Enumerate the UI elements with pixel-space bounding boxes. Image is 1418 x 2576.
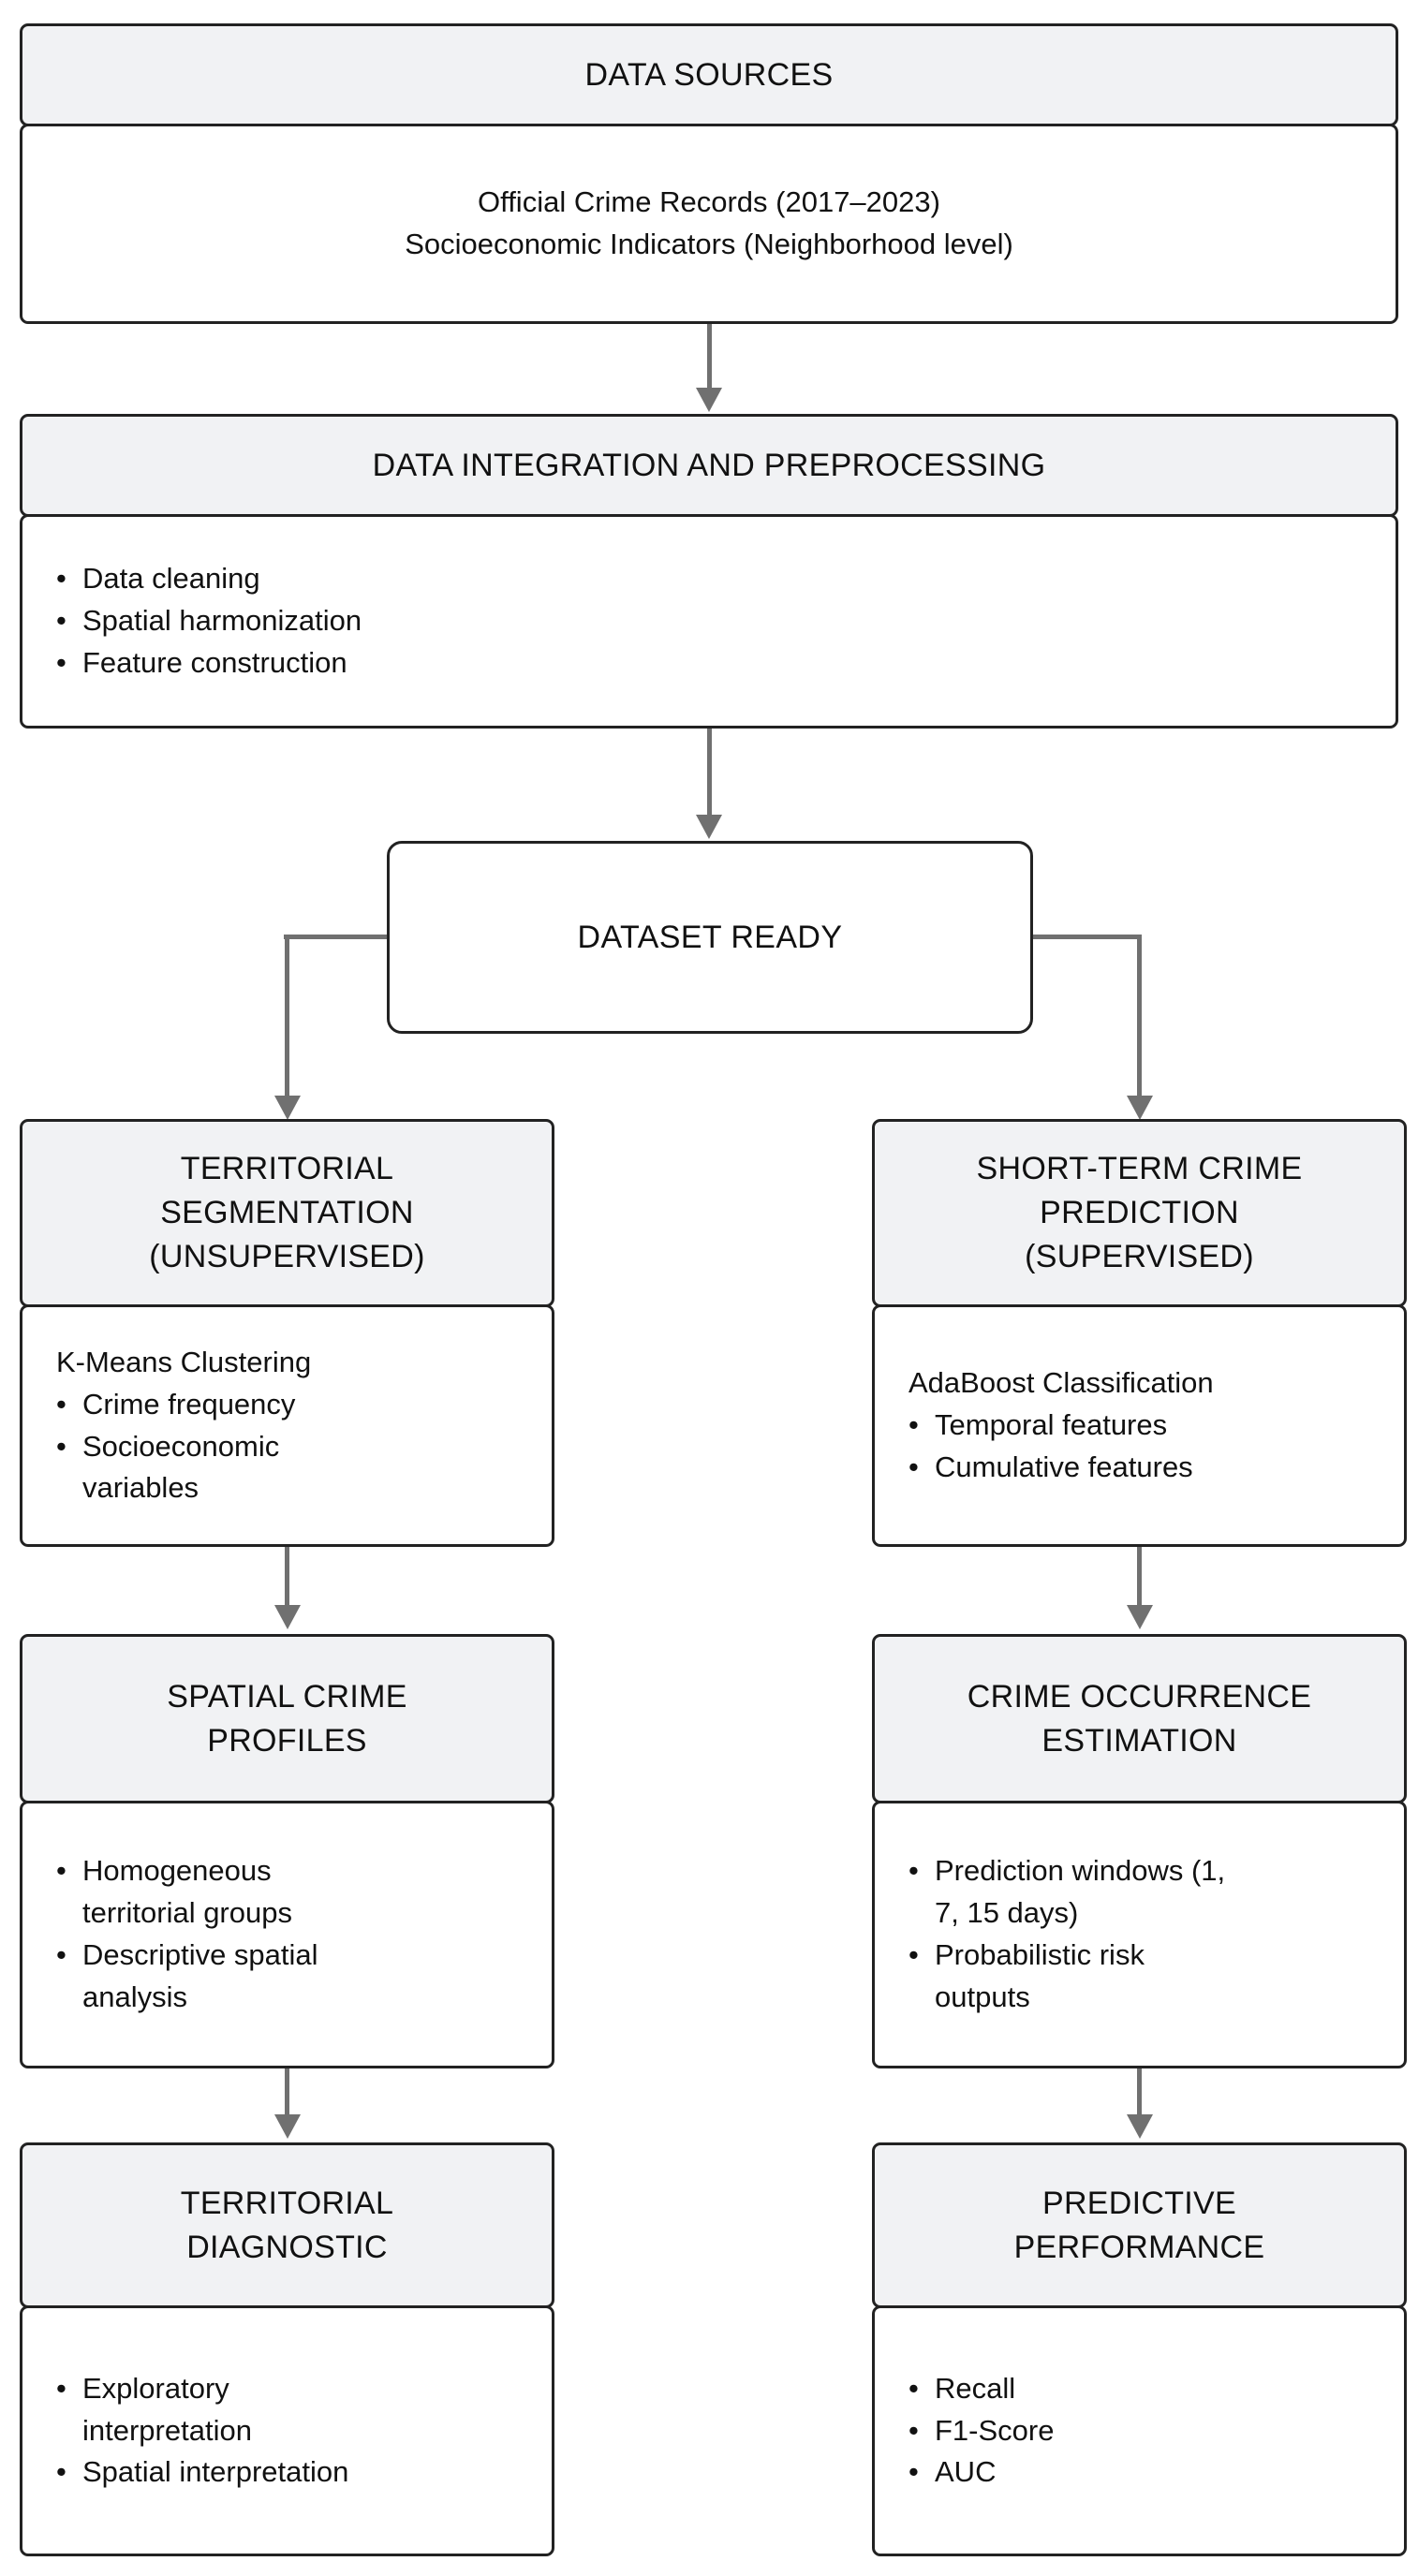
territorial-diagnostic-header: TERRITORIAL DIAGNOSTIC xyxy=(20,2142,554,2308)
bullet-item: Socioeconomic variables xyxy=(51,1426,531,1510)
territorial-segmentation-body: K-Means Clustering Crime frequency Socio… xyxy=(20,1304,554,1547)
bullet-item: Crime frequency xyxy=(51,1384,531,1426)
header-line: PROFILES xyxy=(207,1722,367,1759)
header-line: TERRITORIAL xyxy=(180,1151,394,1187)
arrow-sources-to-preprocessing-line xyxy=(707,324,712,390)
crime-occurrence-estimation-body: Prediction windows (1, 7, 15 days) Proba… xyxy=(872,1801,1407,2068)
bullet-list: Temporal features Cumulative features xyxy=(903,1405,1383,1489)
bullet-item: Feature construction xyxy=(51,642,1375,684)
header-line: (UNSUPERVISED) xyxy=(149,1238,425,1274)
header-line: ESTIMATION xyxy=(1041,1722,1237,1759)
arrow-segmentation-to-profiles-line xyxy=(285,1547,289,1607)
short-term-prediction-body: AdaBoost Classification Temporal feature… xyxy=(872,1304,1407,1547)
body-line: Socioeconomic Indicators (Neighborhood l… xyxy=(405,228,1013,260)
arrow-preprocessing-to-dataset-line xyxy=(707,729,712,817)
dataset-ready-label: DATASET READY xyxy=(577,919,843,955)
spatial-crime-profiles-body: Homogeneous territorial groups Descripti… xyxy=(20,1801,554,2068)
header-line: (SUPERVISED) xyxy=(1025,1238,1254,1274)
predictive-performance-body: Recall F1-Score AUC xyxy=(872,2305,1407,2556)
arrow-sources-to-preprocessing-head xyxy=(696,388,722,412)
bullet-item: Recall xyxy=(903,2368,1383,2410)
bullet-list: Data cleaning Spatial harmonization Feat… xyxy=(51,558,1375,684)
preprocessing-header: DATA INTEGRATION AND PREPROCESSING xyxy=(20,414,1398,517)
branch-left-vertical-line xyxy=(285,935,289,1097)
branch-right-arrow-head xyxy=(1127,1096,1153,1120)
body-lead: AdaBoost Classification xyxy=(908,1366,1214,1400)
bullet-item: F1-Score xyxy=(903,2410,1383,2452)
dataset-ready-box: DATASET READY xyxy=(387,841,1033,1034)
bullet-item: Probabilistic risk outputs xyxy=(903,1935,1383,2019)
branch-right-vertical-line xyxy=(1137,935,1142,1097)
bullet-item: Cumulative features xyxy=(903,1447,1383,1489)
branch-left-horizontal-line xyxy=(284,935,387,939)
arrow-profiles-to-diagnostic-line xyxy=(285,2068,289,2116)
preprocessing-body: Data cleaning Spatial harmonization Feat… xyxy=(20,514,1398,729)
arrow-preprocessing-to-dataset-head xyxy=(696,815,722,839)
header-line: DIAGNOSTIC xyxy=(186,2229,388,2265)
bullet-item: Prediction windows (1, 7, 15 days) xyxy=(903,1850,1383,1935)
bullet-item: Data cleaning xyxy=(51,558,1375,600)
data-sources-header: DATA SOURCES xyxy=(20,23,1398,126)
data-sources-body: Official Crime Records (2017–2023) Socio… xyxy=(20,124,1398,324)
bullet-item: Temporal features xyxy=(903,1405,1383,1447)
arrow-prediction-to-estimation-line xyxy=(1137,1547,1142,1607)
bullet-item: Spatial interpretation xyxy=(51,2451,531,2494)
header-line: CRIME OCCURRENCE xyxy=(967,1678,1312,1715)
bullet-item: AUC xyxy=(903,2451,1383,2494)
arrow-estimation-to-performance-head xyxy=(1127,2114,1153,2139)
bullet-item: Exploratory interpretation xyxy=(51,2368,531,2452)
header-line: DATA SOURCES xyxy=(584,56,834,93)
header-line: SHORT-TERM CRIME xyxy=(976,1151,1303,1187)
branch-left-arrow-head xyxy=(274,1096,301,1120)
header-line: PREDICTION xyxy=(1040,1195,1239,1231)
arrow-segmentation-to-profiles-head xyxy=(274,1605,301,1629)
bullet-list: Crime frequency Socioeconomic variables xyxy=(51,1384,531,1510)
body-lead: K-Means Clustering xyxy=(56,1345,312,1378)
spatial-crime-profiles-header: SPATIAL CRIME PROFILES xyxy=(20,1634,554,1803)
bullet-item: Descriptive spatial analysis xyxy=(51,1935,531,2019)
arrow-prediction-to-estimation-head xyxy=(1127,1605,1153,1629)
bullet-list: Exploratory interpretation Spatial inter… xyxy=(51,2368,531,2495)
crime-occurrence-estimation-header: CRIME OCCURRENCE ESTIMATION xyxy=(872,1634,1407,1803)
header-line: TERRITORIAL xyxy=(180,2185,394,2221)
bullet-list: Prediction windows (1, 7, 15 days) Proba… xyxy=(903,1850,1383,2019)
header-line: SPATIAL CRIME xyxy=(167,1678,407,1715)
header-line: PERFORMANCE xyxy=(1013,2229,1265,2265)
arrow-estimation-to-performance-line xyxy=(1137,2068,1142,2116)
header-line: PREDICTIVE xyxy=(1041,2185,1237,2221)
short-term-prediction-header: SHORT-TERM CRIME PREDICTION (SUPERVISED) xyxy=(872,1119,1407,1307)
header-line: DATA INTEGRATION AND PREPROCESSING xyxy=(372,447,1046,483)
branch-right-horizontal-line xyxy=(1033,935,1142,939)
header-line: SEGMENTATION xyxy=(160,1195,414,1231)
bullet-item: Homogeneous territorial groups xyxy=(51,1850,531,1935)
bullet-item: Spatial harmonization xyxy=(51,600,1375,642)
arrow-profiles-to-diagnostic-head xyxy=(274,2114,301,2139)
bullet-list: Homogeneous territorial groups Descripti… xyxy=(51,1850,531,2019)
territorial-segmentation-header: TERRITORIAL SEGMENTATION (UNSUPERVISED) xyxy=(20,1119,554,1307)
body-line: Official Crime Records (2017–2023) xyxy=(478,185,940,219)
territorial-diagnostic-body: Exploratory interpretation Spatial inter… xyxy=(20,2305,554,2556)
predictive-performance-header: PREDICTIVE PERFORMANCE xyxy=(872,2142,1407,2308)
bullet-list: Recall F1-Score AUC xyxy=(903,2368,1383,2495)
